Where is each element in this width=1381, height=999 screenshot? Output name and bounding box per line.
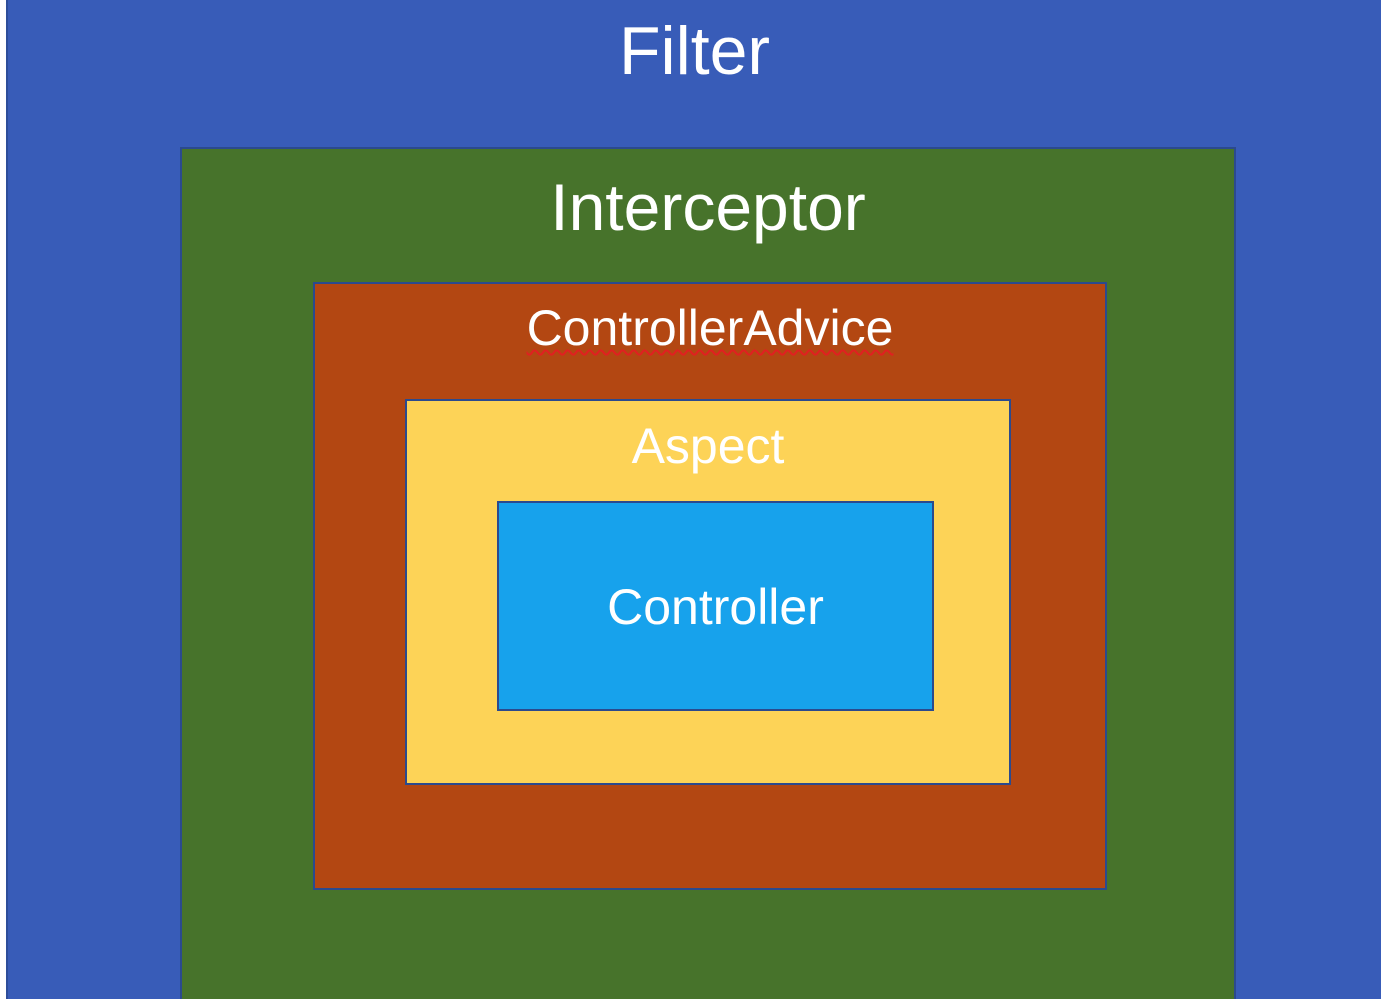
controller-advice-label-wrap: ControllerAdvice xyxy=(315,303,1105,353)
controller-advice-label: ControllerAdvice xyxy=(526,300,894,356)
aspect-label: Aspect xyxy=(631,418,785,474)
interceptor-label: Interceptor xyxy=(550,170,866,244)
controller-box: Controller xyxy=(497,501,934,711)
controller-label: Controller xyxy=(607,579,824,635)
filter-label: Filter xyxy=(618,13,771,89)
